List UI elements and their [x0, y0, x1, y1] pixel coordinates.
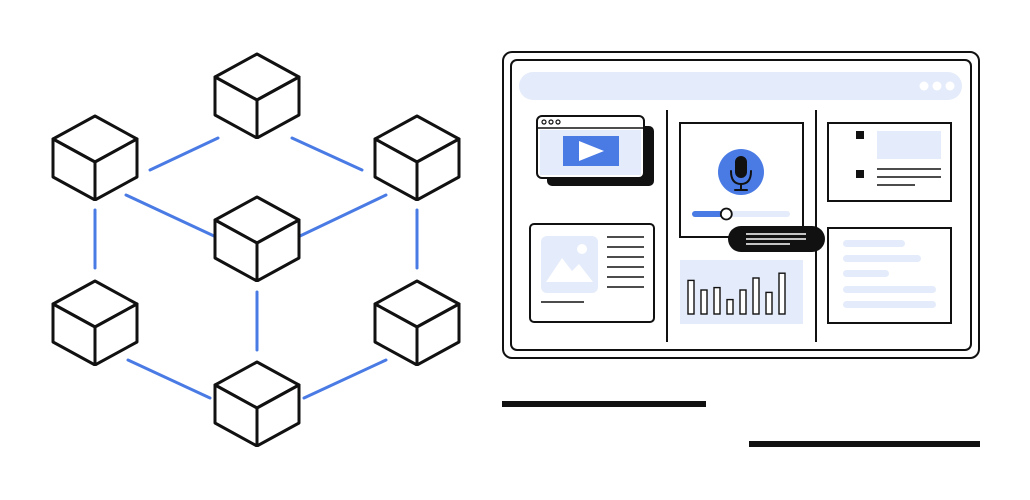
- bar-6: [752, 277, 760, 315]
- image-thumbnail[interactable]: [541, 236, 598, 293]
- cube-center: [213, 195, 301, 282]
- cube-lower-left: [51, 279, 139, 366]
- cube-upper-right: [373, 114, 461, 201]
- text-placeholder-lines: [843, 240, 936, 308]
- image-text-lines: [541, 236, 644, 303]
- bar-8: [778, 272, 786, 315]
- bar-chart-icon: [687, 272, 786, 315]
- bar-5: [739, 289, 747, 315]
- caption-lines: [746, 233, 806, 245]
- link-top-right: [290, 136, 364, 172]
- cube-lower-right: [373, 279, 461, 366]
- link-right-center: [298, 193, 388, 238]
- bar-3: [713, 286, 721, 315]
- video-card[interactable]: [536, 115, 654, 186]
- cube-top: [213, 52, 301, 139]
- link-right-bottom: [302, 358, 388, 400]
- bar-4: [726, 298, 734, 315]
- cube-network-icon: [51, 52, 461, 447]
- mountain-image-icon: [546, 244, 593, 282]
- network-links: [93, 136, 419, 400]
- address-bar[interactable]: [519, 72, 962, 100]
- link-left-center: [124, 193, 216, 238]
- cube-bottom: [213, 360, 301, 447]
- microphone-icon: [730, 156, 752, 191]
- bullet-list-icon: [856, 131, 941, 186]
- bar-1: [687, 279, 695, 315]
- audio-card: [679, 122, 804, 238]
- window-dots-icon: [919, 81, 955, 91]
- list-card: [827, 122, 952, 202]
- bar-chart-card: [680, 260, 803, 324]
- link-left-bottom: [126, 358, 212, 400]
- play-icon[interactable]: [579, 141, 604, 161]
- link-left-top: [148, 136, 220, 172]
- bar-7: [765, 291, 773, 315]
- window-dots-icon: [541, 119, 561, 125]
- cube-upper-left: [51, 114, 139, 201]
- caption-pill[interactable]: [728, 226, 825, 252]
- audio-progress-fill: [692, 211, 727, 217]
- browser-window: [502, 51, 980, 359]
- list-highlight-block: [877, 131, 941, 159]
- audio-progress-handle[interactable]: [719, 207, 733, 221]
- image-card: [529, 223, 655, 323]
- text-card: [827, 227, 952, 324]
- bar-2: [700, 289, 708, 315]
